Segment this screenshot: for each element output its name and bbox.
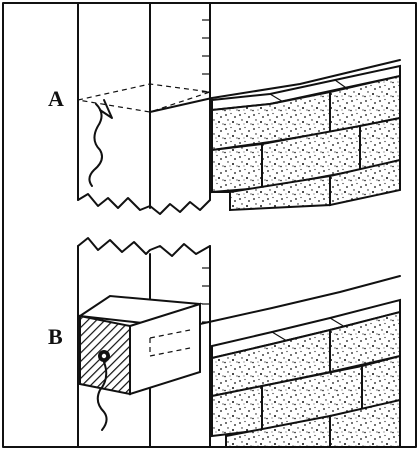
gauge-ticks-a: [202, 19, 210, 93]
panel-a: A: [48, 2, 401, 215]
mason-line-b: [96, 275, 401, 431]
label-a: A: [48, 86, 64, 111]
block-wall-a: [211, 64, 401, 212]
mason-line-a: [77, 59, 401, 187]
post-break-b: [77, 237, 211, 257]
block-wall-b: [211, 298, 401, 448]
panel-b: B: [48, 237, 401, 448]
corner-post-a: [77, 2, 211, 209]
gauge-ticks-b: [202, 267, 210, 323]
line-block-b: [77, 294, 203, 396]
label-b: B: [48, 324, 63, 349]
post-break-a: [77, 193, 211, 215]
